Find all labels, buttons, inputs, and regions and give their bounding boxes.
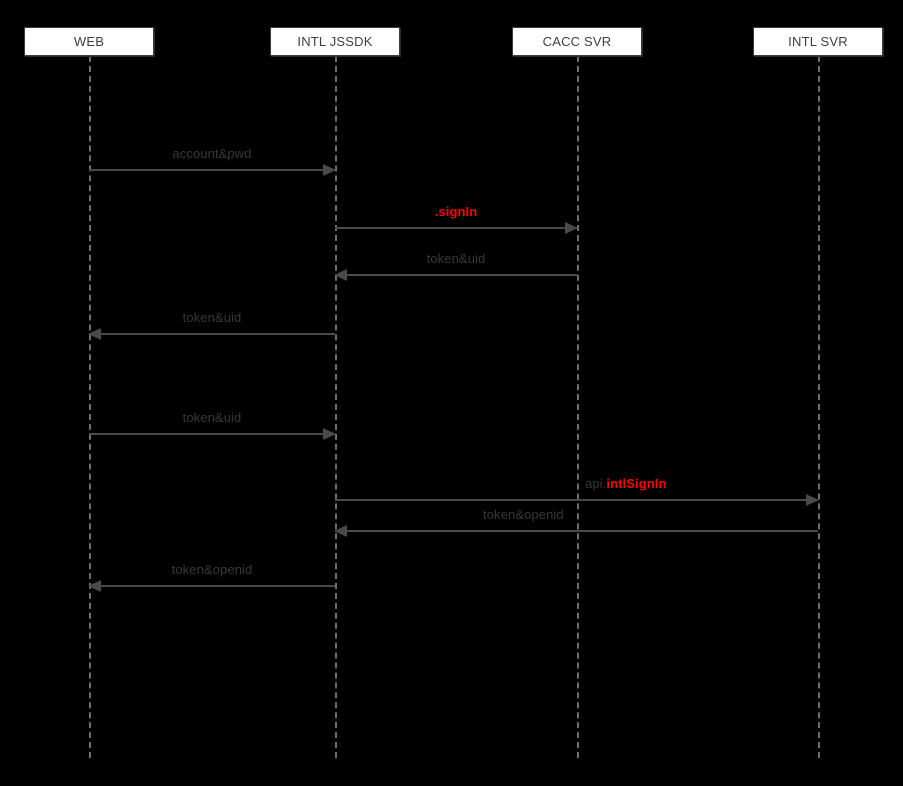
message-label-prefix: api. xyxy=(585,476,607,491)
message-line xyxy=(335,499,818,501)
message-token-openid-from-intlsvr[interactable]: token&openid xyxy=(334,507,818,537)
message-account-pwd[interactable]: account&pwd xyxy=(89,146,336,176)
message-line xyxy=(89,169,335,171)
message-line xyxy=(335,274,577,276)
lifeline-intl-svr xyxy=(818,56,820,758)
message-label: token&uid xyxy=(182,410,242,425)
message-label: .signIn xyxy=(434,204,478,219)
lifeline-web xyxy=(89,56,91,758)
participant-web-label: WEB xyxy=(73,34,105,49)
message-line xyxy=(89,433,335,435)
lifeline-cacc-svr xyxy=(577,56,579,758)
arrowhead-right-icon xyxy=(565,222,578,234)
message-label: account&pwd xyxy=(172,146,252,161)
message-label: token&uid xyxy=(426,251,486,266)
message-token-uid-to-web[interactable]: token&uid xyxy=(88,310,335,340)
arrowhead-left-icon xyxy=(334,525,347,537)
message-label: token&uid xyxy=(182,310,242,325)
message-line xyxy=(89,585,335,587)
arrowhead-right-icon xyxy=(806,494,819,506)
message-label: api.intlSignIn xyxy=(585,476,667,491)
participant-cacc-svr-label: CACC SVR xyxy=(542,34,612,49)
message-line xyxy=(89,333,335,335)
arrowhead-right-icon xyxy=(323,164,336,176)
message-token-uid-from-cacc[interactable]: token&uid xyxy=(334,251,577,281)
participant-web[interactable]: WEB xyxy=(24,27,154,56)
arrowhead-left-icon xyxy=(88,328,101,340)
message-label: token&openid xyxy=(171,562,253,577)
arrowhead-right-icon xyxy=(323,428,336,440)
lifeline-intl-jssdk xyxy=(335,56,337,758)
participant-intl-jssdk[interactable]: INTL JSSDK xyxy=(270,27,400,56)
message-api-intl-signin[interactable]: api.intlSignIn xyxy=(335,476,819,506)
arrowhead-left-icon xyxy=(334,269,347,281)
message-token-openid-to-web[interactable]: token&openid xyxy=(88,562,335,592)
participant-cacc-svr[interactable]: CACC SVR xyxy=(512,27,642,56)
message-label-accent: intlSignIn xyxy=(606,476,667,491)
message-signin[interactable]: .signIn xyxy=(335,204,578,234)
participant-intl-jssdk-label: INTL JSSDK xyxy=(297,34,373,49)
message-label: token&openid xyxy=(483,507,564,522)
message-token-uid-to-jssdk[interactable]: token&uid xyxy=(89,410,336,440)
message-line xyxy=(335,530,818,532)
participant-intl-svr[interactable]: INTL SVR xyxy=(753,27,883,56)
participant-intl-svr-label: INTL SVR xyxy=(788,34,848,49)
arrowhead-left-icon xyxy=(88,580,101,592)
message-line xyxy=(335,227,577,229)
